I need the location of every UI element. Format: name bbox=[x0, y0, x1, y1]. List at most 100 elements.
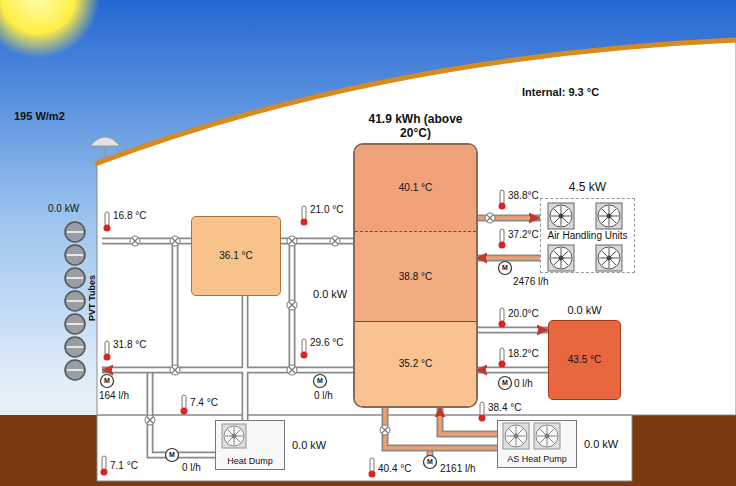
fan-hub bbox=[559, 256, 564, 261]
fan-hub bbox=[607, 214, 612, 219]
thermometer-bulb bbox=[499, 203, 506, 210]
thermometer bbox=[104, 212, 111, 232]
temperature-reading: 16.8 °C bbox=[113, 210, 146, 222]
power-reading: 0.0 kW bbox=[292, 439, 326, 452]
flow-reading: 2476 l/h bbox=[513, 276, 549, 288]
node-heading: 4.5 kW bbox=[569, 181, 606, 195]
pipe-core bbox=[476, 216, 530, 220]
thermometer bbox=[104, 341, 111, 361]
valve bbox=[170, 365, 180, 375]
thermometer bbox=[499, 308, 506, 328]
flow-reading: 0 l/h bbox=[314, 390, 333, 402]
node-label: PVT Tubes bbox=[87, 275, 97, 321]
node-label: 36.1 °C bbox=[219, 250, 252, 262]
thermometer-stem bbox=[302, 206, 306, 220]
node-label: Air Handling Units bbox=[545, 230, 629, 242]
valve-cross bbox=[172, 238, 179, 245]
thermometer-bulb bbox=[104, 354, 111, 361]
valve-body bbox=[380, 425, 390, 435]
thermometer-bulb bbox=[101, 469, 108, 476]
thermometer-stem bbox=[480, 402, 484, 416]
temperature-reading: 40.4 °C bbox=[378, 463, 411, 475]
thermometer bbox=[499, 229, 506, 249]
fan-ring bbox=[598, 205, 620, 227]
thermometer-stem bbox=[500, 190, 504, 204]
pipe-core bbox=[112, 368, 355, 372]
valve-cross bbox=[147, 417, 154, 424]
pvt-panel: PVT Tubes bbox=[62, 218, 102, 378]
heater-box: 0.0 kW43.5 °C bbox=[548, 320, 621, 400]
thermometer bbox=[301, 206, 308, 226]
pump-symbol bbox=[166, 449, 179, 462]
pump-mark: M bbox=[104, 377, 110, 385]
tube-shine bbox=[67, 369, 83, 371]
sun bbox=[0, 0, 100, 58]
fan-ring bbox=[550, 205, 572, 227]
fan-ring bbox=[598, 247, 620, 269]
valve bbox=[145, 415, 155, 425]
valve-body bbox=[130, 236, 140, 246]
tank-layer: 40.1 °C bbox=[355, 145, 476, 231]
temperature-reading: 38.4 °C bbox=[488, 402, 521, 414]
pipe-connector bbox=[476, 327, 548, 334]
pump-mark: M bbox=[169, 451, 175, 459]
pipe bbox=[172, 241, 179, 370]
temperature-reading: 7.4 °C bbox=[190, 397, 218, 409]
valve-cross bbox=[332, 238, 339, 245]
valve-cross bbox=[382, 427, 389, 434]
flow-reading: 2161 l/h bbox=[440, 463, 476, 475]
pipe-connector bbox=[476, 367, 548, 374]
pipe-core bbox=[476, 328, 538, 332]
pump-mark: M bbox=[502, 379, 508, 387]
valve-body bbox=[287, 236, 297, 246]
pipe-connector bbox=[102, 367, 355, 374]
valve-body bbox=[145, 415, 155, 425]
valve bbox=[287, 365, 297, 375]
temperature-reading: 21.0 °C bbox=[310, 204, 343, 216]
pvt-tube bbox=[65, 314, 85, 334]
node-heading: 0.0 kW bbox=[567, 304, 601, 317]
pipe bbox=[150, 370, 215, 455]
pipe-core bbox=[150, 370, 215, 455]
node-label: 35.2 °C bbox=[399, 358, 432, 370]
temperature-reading: 20.0°C bbox=[508, 308, 539, 320]
thermometer-stem bbox=[102, 456, 106, 470]
fan-housing bbox=[548, 203, 574, 229]
tube-shine bbox=[67, 277, 83, 279]
thermometer-stem bbox=[500, 308, 504, 322]
pvt-tube bbox=[65, 222, 85, 242]
heat-dump: Heat Dump0.0 kW bbox=[215, 420, 285, 470]
storage-tank: 40.1 °C38.8 °C35.2 °C41.9 kWh (above 20°… bbox=[353, 143, 478, 408]
pump-symbol bbox=[499, 262, 512, 275]
irradiance-reading: 195 W/m2 bbox=[14, 110, 65, 123]
sensor-stem bbox=[104, 146, 106, 160]
temperature-reading: 31.8 °C bbox=[113, 339, 146, 351]
fan-ring bbox=[550, 247, 572, 269]
internal-temperature: Internal: 9.3 °C bbox=[522, 86, 599, 99]
valve bbox=[130, 236, 140, 246]
temperature-reading: 18.2°C bbox=[508, 348, 539, 360]
valve-cross bbox=[487, 215, 494, 222]
thermometer-stem bbox=[182, 395, 186, 409]
tube-shine bbox=[67, 323, 83, 325]
valve-cross bbox=[289, 367, 296, 374]
temperature-reading: 29.6 °C bbox=[310, 337, 343, 349]
node-label: 38.8 °C bbox=[399, 271, 432, 283]
temperature-reading: 38.8°C bbox=[508, 190, 539, 202]
valve bbox=[485, 213, 495, 223]
valve bbox=[287, 300, 297, 310]
pipe-core bbox=[440, 416, 497, 434]
buffer-tank: 36.1 °C bbox=[191, 216, 281, 296]
tube-shine bbox=[67, 231, 83, 233]
fan-symbol bbox=[596, 245, 622, 271]
temperature-reading: 37.2°C bbox=[508, 229, 539, 241]
pump-symbol bbox=[499, 377, 512, 390]
flow-reading: 0 l/h bbox=[514, 378, 533, 390]
valve-cross bbox=[289, 302, 296, 309]
pipe-core bbox=[486, 368, 548, 372]
pump-mark: M bbox=[317, 377, 323, 385]
fan-housing bbox=[548, 245, 574, 271]
thermometer-bulb bbox=[479, 415, 486, 422]
